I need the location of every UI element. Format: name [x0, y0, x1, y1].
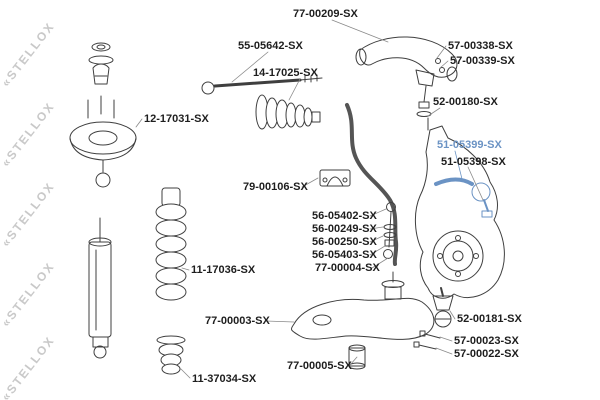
part-label-14-17025-sx[interactable]: 14-17025-SX — [253, 67, 318, 79]
part-label-51-05398-sx[interactable]: 51-05398-SX — [441, 156, 506, 168]
strut-mount-assembly-drawing — [69, 42, 137, 188]
shock-absorber-drawing — [88, 217, 112, 359]
part-label-11-37034-sx[interactable]: 11-37034-SX — [192, 373, 257, 385]
stabilizer-bar-drawing — [345, 103, 399, 266]
part-label-11-17036-sx[interactable]: 11-17036-SX — [191, 264, 256, 276]
part-label-77-00209-sx[interactable]: 77-00209-SX — [293, 8, 358, 20]
part-label-79-00106-sx[interactable]: 79-00106-SX — [243, 181, 308, 193]
lower-control-arm-drawing — [291, 271, 435, 340]
part-label-56-00249-sx[interactable]: 56-00249-SX — [312, 223, 377, 235]
leader-lines — [135, 19, 484, 379]
part-label-57-00339-sx[interactable]: 57-00339-SX — [450, 55, 515, 67]
part-label-55-05642-sx[interactable]: 55-05642-SX — [238, 40, 303, 52]
dust-boot-drawing — [155, 187, 187, 301]
arm-bushing-drawing — [348, 344, 366, 370]
stabilizer-bracket-drawing — [319, 169, 351, 187]
part-label-57-00022-sx[interactable]: 57-00022-SX — [454, 348, 519, 360]
part-label-56-05402-sx[interactable]: 56-05402-SX — [312, 210, 377, 222]
part-label-52-00181-sx[interactable]: 52-00181-SX — [457, 313, 522, 325]
part-label-52-00180-sx[interactable]: 52-00180-SX — [433, 96, 498, 108]
part-label-77-00005-sx[interactable]: 77-00005-SX — [287, 360, 352, 372]
part-label-57-00023-sx[interactable]: 57-00023-SX — [454, 335, 519, 347]
steering-boot-drawing — [255, 94, 321, 130]
bump-stop-drawing — [156, 335, 186, 375]
part-label-56-00250-sx[interactable]: 56-00250-SX — [312, 236, 377, 248]
part-label-56-05403-sx[interactable]: 56-05403-SX — [312, 249, 377, 261]
ball-joint-drawing — [432, 287, 454, 328]
part-label-51-05399-sx-selected[interactable]: 51-05399-SX — [437, 139, 502, 151]
part-label-77-00004-sx[interactable]: 77-00004-SX — [315, 262, 380, 274]
steering-knuckle-drawing — [415, 125, 505, 299]
knuckle-bolts-drawing — [413, 330, 441, 350]
tie-rod-end-drawing[interactable] — [434, 177, 493, 218]
part-label-77-00003-sx[interactable]: 77-00003-SX — [205, 315, 270, 327]
part-label-57-00338-sx[interactable]: 57-00338-SX — [448, 40, 513, 52]
upper-control-arm-drawing — [355, 36, 458, 117]
tie-rod-drawing — [201, 74, 323, 95]
stabilizer-link-drawing — [383, 202, 397, 259]
part-label-12-17031-sx[interactable]: 12-17031-SX — [144, 113, 209, 125]
